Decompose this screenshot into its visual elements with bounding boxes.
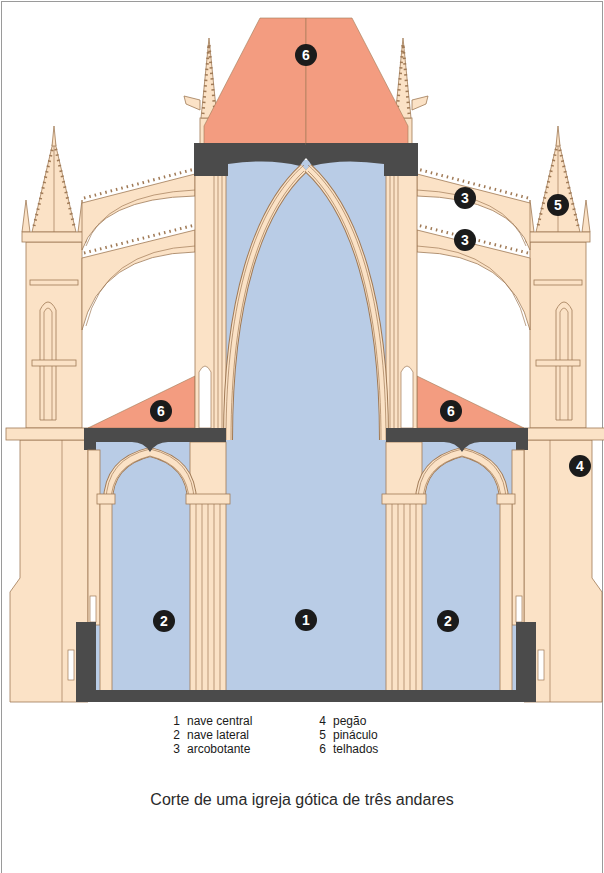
tower-band xyxy=(30,280,78,285)
legend-number: 5 xyxy=(319,728,326,742)
callout-number: 2 xyxy=(444,614,452,628)
callout-circle: 5 xyxy=(547,194,569,216)
half-section xyxy=(6,18,306,702)
flying-buttress xyxy=(82,230,195,330)
shaft-line xyxy=(214,176,215,432)
callout-circle: 1 xyxy=(295,609,317,631)
spire-finial xyxy=(52,126,56,146)
shaft-line xyxy=(222,176,223,432)
pier xyxy=(190,502,226,692)
gargoyle xyxy=(184,96,200,110)
legend-text: nave lateral xyxy=(187,728,249,742)
nave-arch xyxy=(228,168,304,440)
arch-rib xyxy=(226,165,304,440)
callout-number: 3 xyxy=(461,191,469,205)
callout-number: 6 xyxy=(447,404,455,418)
pier-shaft xyxy=(202,504,203,690)
legend-text: pegão xyxy=(333,714,366,728)
legend-text: arcobotante xyxy=(187,742,250,756)
nave-roof xyxy=(204,18,306,145)
aisle-arch xyxy=(108,452,192,502)
legend-number: 1 xyxy=(173,714,180,728)
pier-slit xyxy=(68,650,74,680)
tower-band xyxy=(32,360,76,366)
legend-text: pináculo xyxy=(333,728,378,742)
callout-number: 3 xyxy=(461,233,469,247)
callout-number: 2 xyxy=(160,614,168,628)
pinnacle-spire xyxy=(32,138,76,232)
buttress-tower xyxy=(26,242,82,428)
pier-edge xyxy=(62,440,63,702)
flyer-crockets xyxy=(84,225,195,253)
buttress-cornice xyxy=(6,428,92,440)
callout-circle: 3 xyxy=(454,229,476,251)
legend-number: 4 xyxy=(319,714,326,728)
triforium-opening xyxy=(199,366,211,428)
flyer-crockets xyxy=(84,169,195,198)
callout-circle: 4 xyxy=(569,455,591,477)
arch-rib xyxy=(231,171,304,440)
pier-capital xyxy=(186,494,230,504)
callout-circle: 2 xyxy=(153,610,175,632)
aisle-window xyxy=(90,596,96,622)
pier-shaft xyxy=(214,504,215,690)
legend-number: 6 xyxy=(319,742,326,756)
shaft-line xyxy=(218,176,219,432)
vault-section xyxy=(194,143,306,176)
column-capital xyxy=(97,494,115,504)
callout-circle: 6 xyxy=(440,400,462,422)
callout-number: 4 xyxy=(576,459,584,473)
pier-shaft xyxy=(196,504,197,690)
callout-number: 6 xyxy=(302,48,310,62)
legend-number: 3 xyxy=(173,742,180,756)
aisle-roof xyxy=(88,376,195,428)
tower-crown xyxy=(22,232,86,242)
pinnacle-crockets xyxy=(203,44,215,114)
nave-interior xyxy=(226,160,386,442)
nave-arch xyxy=(228,168,304,440)
callout-circle: 6 xyxy=(150,400,172,422)
clerestory-wall xyxy=(195,160,226,432)
callout-circle: 6 xyxy=(295,44,317,66)
callout-number: 6 xyxy=(157,404,165,418)
small-spire xyxy=(22,200,30,232)
aisle-arch xyxy=(108,452,192,502)
aisle-vault-section xyxy=(84,428,226,452)
pier-shaft xyxy=(220,504,221,690)
arch-rib xyxy=(106,449,194,502)
nave-interior xyxy=(92,440,520,692)
mirrored-half xyxy=(306,18,604,702)
callout-circle: 3 xyxy=(454,187,476,209)
flyer-rib xyxy=(86,246,195,326)
legend-text: nave central xyxy=(187,714,252,728)
callout-circle: 2 xyxy=(437,610,459,632)
arch-rib xyxy=(111,456,189,502)
aisle-wall xyxy=(88,450,100,625)
callout-number: 5 xyxy=(554,198,562,212)
spire-line xyxy=(54,142,55,232)
caption: Corte de uma igreja gótica de três andar… xyxy=(0,790,604,810)
pier-shaft xyxy=(208,504,209,690)
legend-number: 2 xyxy=(173,728,180,742)
callout-number: 1 xyxy=(302,613,310,627)
legend-text: telhados xyxy=(333,742,378,756)
wall-column xyxy=(100,502,112,692)
floor-section xyxy=(76,690,306,702)
